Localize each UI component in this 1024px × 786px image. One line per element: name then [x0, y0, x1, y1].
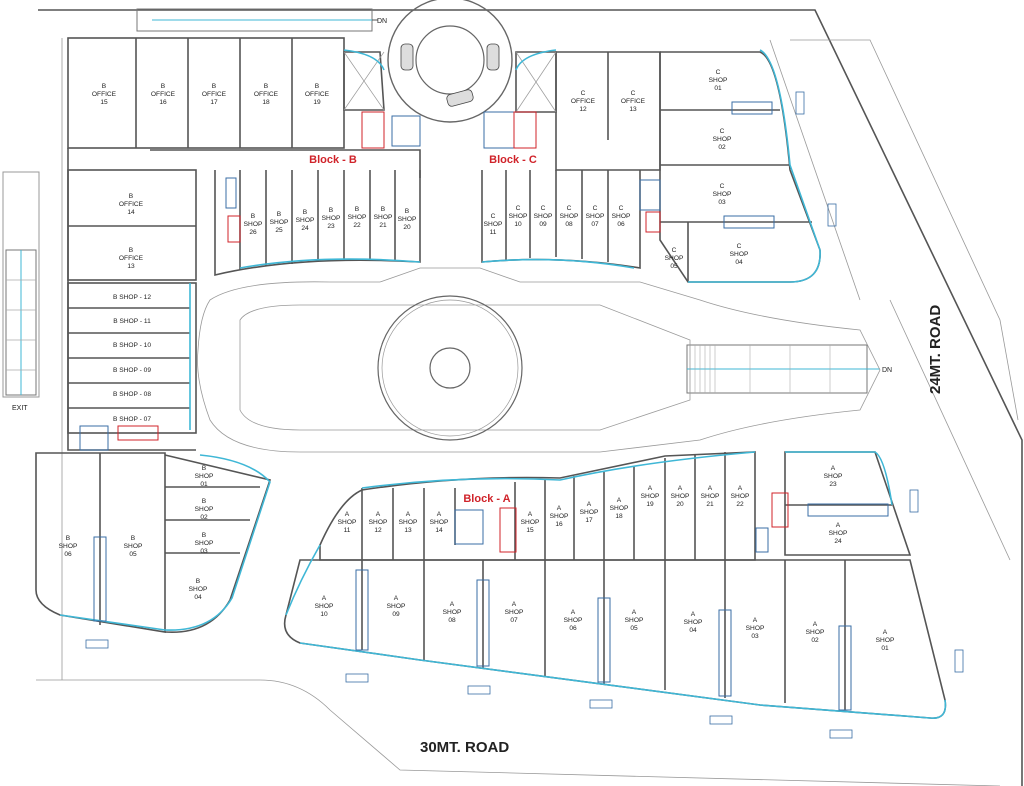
unit-label-b-shop-12: B SHOP - 12 [113, 294, 151, 301]
road-30mt-label: 30MT. ROAD [420, 739, 509, 756]
exit-ramp: EXIT [2, 171, 40, 412]
car-icon [400, 43, 414, 71]
car-icon [446, 89, 474, 107]
block-b: Block - B [35, 37, 421, 634]
block-a: Block - A [283, 451, 947, 719]
central-courtyard [197, 267, 881, 453]
car-icon [486, 43, 500, 71]
block-b-label: Block - B [309, 154, 357, 166]
top-ramp: DN [136, 8, 387, 32]
pavement-markings [85, 91, 964, 739]
dn-top-label: DN [377, 18, 387, 25]
block-c: Block - C [481, 49, 821, 283]
unit-label-b-shop-07: B SHOP - 07 [113, 416, 151, 423]
right-ramp: DN [686, 344, 892, 394]
site-boundary [36, 9, 1023, 786]
dn-right-label: DN [882, 367, 892, 374]
roundabout [387, 0, 513, 123]
block-c-label: Block - C [489, 154, 537, 166]
road-24mt-label: 24MT. ROAD [927, 305, 944, 394]
exit-label: EXIT [12, 405, 28, 412]
unit-label-b-shop-10: B SHOP - 10 [113, 342, 151, 349]
unit-label-b-shop-11: B SHOP - 11 [113, 318, 151, 325]
block-a-label: Block - A [463, 493, 510, 505]
unit-label-b-shop-08: B SHOP - 08 [113, 391, 151, 398]
unit-label-b-shop-09: B SHOP - 09 [113, 367, 151, 374]
